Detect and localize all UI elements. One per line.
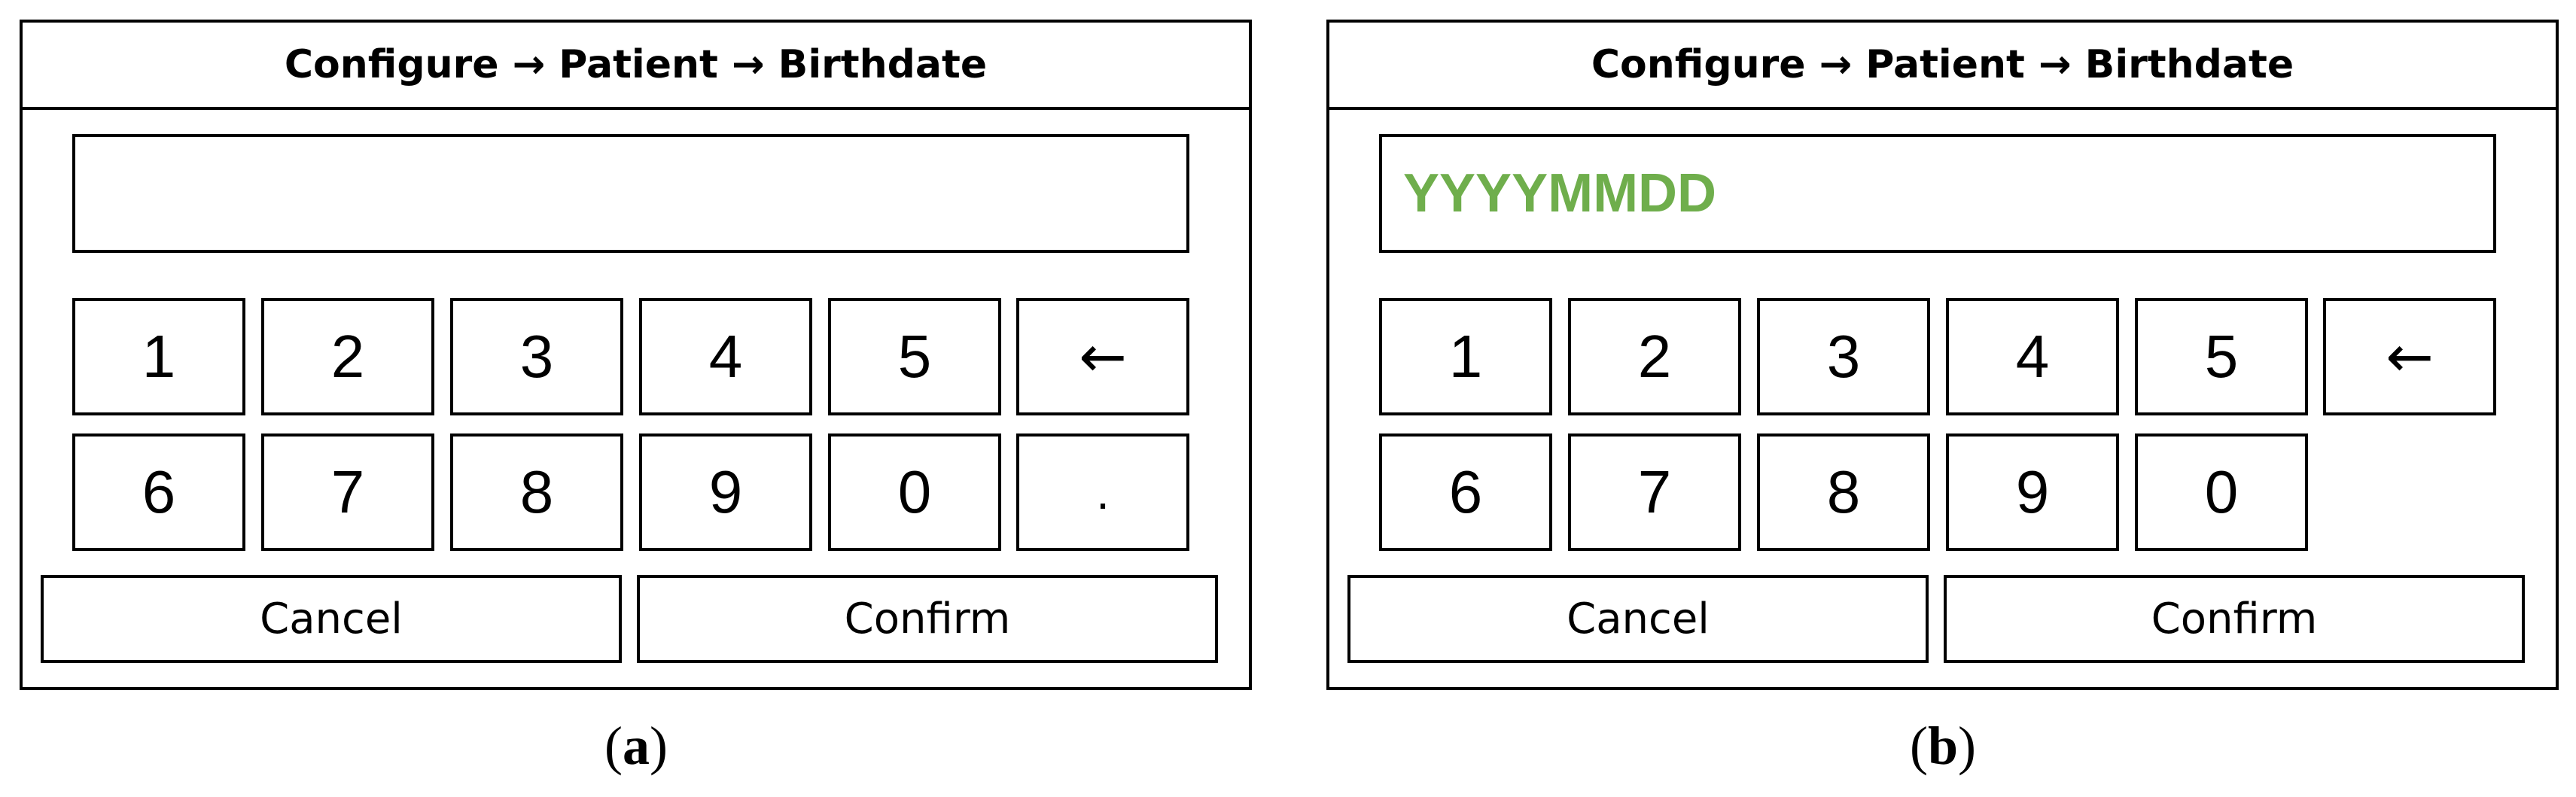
key-4[interactable]: 4 (639, 298, 812, 415)
confirm-button[interactable]: Confirm (637, 575, 1218, 663)
key-3[interactable]: 3 (1757, 298, 1930, 415)
key-5[interactable]: 5 (828, 298, 1001, 415)
confirm-button[interactable]: Confirm (1944, 575, 2525, 663)
caption-letter: a (623, 716, 650, 776)
key-3[interactable]: 3 (450, 298, 623, 415)
cancel-button[interactable]: Cancel (41, 575, 622, 663)
key-0[interactable]: 0 (828, 433, 1001, 551)
key-7[interactable]: 7 (1568, 433, 1741, 551)
key-2[interactable]: 2 (1568, 298, 1741, 415)
key-4[interactable]: 4 (1946, 298, 2119, 415)
key-1[interactable]: 1 (72, 298, 245, 415)
key-5[interactable]: 5 (2135, 298, 2308, 415)
decimal-point-key[interactable]: . (1016, 433, 1189, 551)
key-6[interactable]: 6 (72, 433, 245, 551)
key-9[interactable]: 9 (639, 433, 812, 551)
keypad-panel-b: Configure → Patient → Birthdate YYYYMMDD… (1326, 20, 2559, 690)
caption-open-paren: ( (1909, 716, 1928, 776)
birthdate-input[interactable]: YYYYMMDD (1379, 134, 2496, 253)
key-2[interactable]: 2 (261, 298, 434, 415)
key-0[interactable]: 0 (2135, 433, 2308, 551)
caption-open-paren: ( (604, 716, 623, 776)
cancel-button[interactable]: Cancel (1347, 575, 1929, 663)
key-6[interactable]: 6 (1379, 433, 1552, 551)
breadcrumb-title: Configure → Patient → Birthdate (1329, 23, 2556, 110)
caption-b: (b) (1910, 715, 1976, 777)
key-8[interactable]: 8 (1757, 433, 1930, 551)
key-9[interactable]: 9 (1946, 433, 2119, 551)
caption-close-paren: ) (650, 716, 668, 776)
key-1[interactable]: 1 (1379, 298, 1552, 415)
keypad-panel-a: Configure → Patient → Birthdate 1 2 3 4 … (20, 20, 1252, 690)
key-8[interactable]: 8 (450, 433, 623, 551)
breadcrumb-title: Configure → Patient → Birthdate (23, 23, 1249, 110)
caption-letter: b (1927, 716, 1959, 776)
birthdate-input[interactable] (72, 134, 1189, 253)
backspace-key[interactable]: ← (1016, 298, 1189, 415)
backspace-key[interactable]: ← (2323, 298, 2496, 415)
key-7[interactable]: 7 (261, 433, 434, 551)
caption-close-paren: ) (1958, 716, 1977, 776)
caption-a: (a) (604, 715, 668, 777)
